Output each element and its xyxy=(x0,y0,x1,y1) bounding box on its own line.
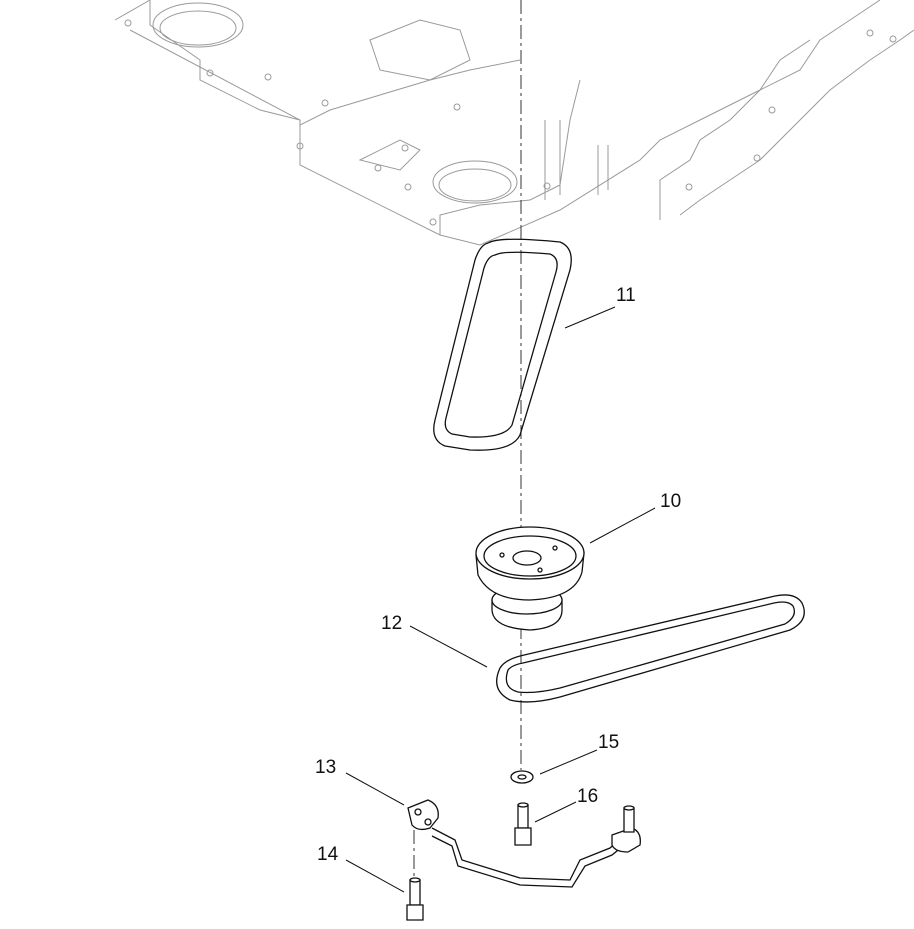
leader-15 xyxy=(539,749,598,775)
leader-13 xyxy=(345,772,405,806)
pulley xyxy=(475,526,585,631)
upper-belt xyxy=(433,238,572,451)
callout-14: 14 xyxy=(317,844,339,865)
center-bolt xyxy=(514,802,532,846)
lower-belt xyxy=(496,594,805,703)
washer xyxy=(510,770,534,784)
bracket-bolt xyxy=(406,830,424,921)
callout-16: 16 xyxy=(577,786,598,807)
callout-10: 10 xyxy=(660,491,681,512)
callout-12: 12 xyxy=(381,613,402,634)
bracket xyxy=(407,799,641,888)
leader-12 xyxy=(409,625,488,668)
callout-11: 11 xyxy=(616,285,636,306)
chassis-frame-ghost xyxy=(114,0,914,246)
leader-16 xyxy=(534,801,577,823)
callout-13: 13 xyxy=(315,757,336,778)
leader-11 xyxy=(564,306,616,329)
leader-10 xyxy=(589,507,656,544)
leader-14 xyxy=(345,859,405,893)
callout-15: 15 xyxy=(598,732,619,753)
